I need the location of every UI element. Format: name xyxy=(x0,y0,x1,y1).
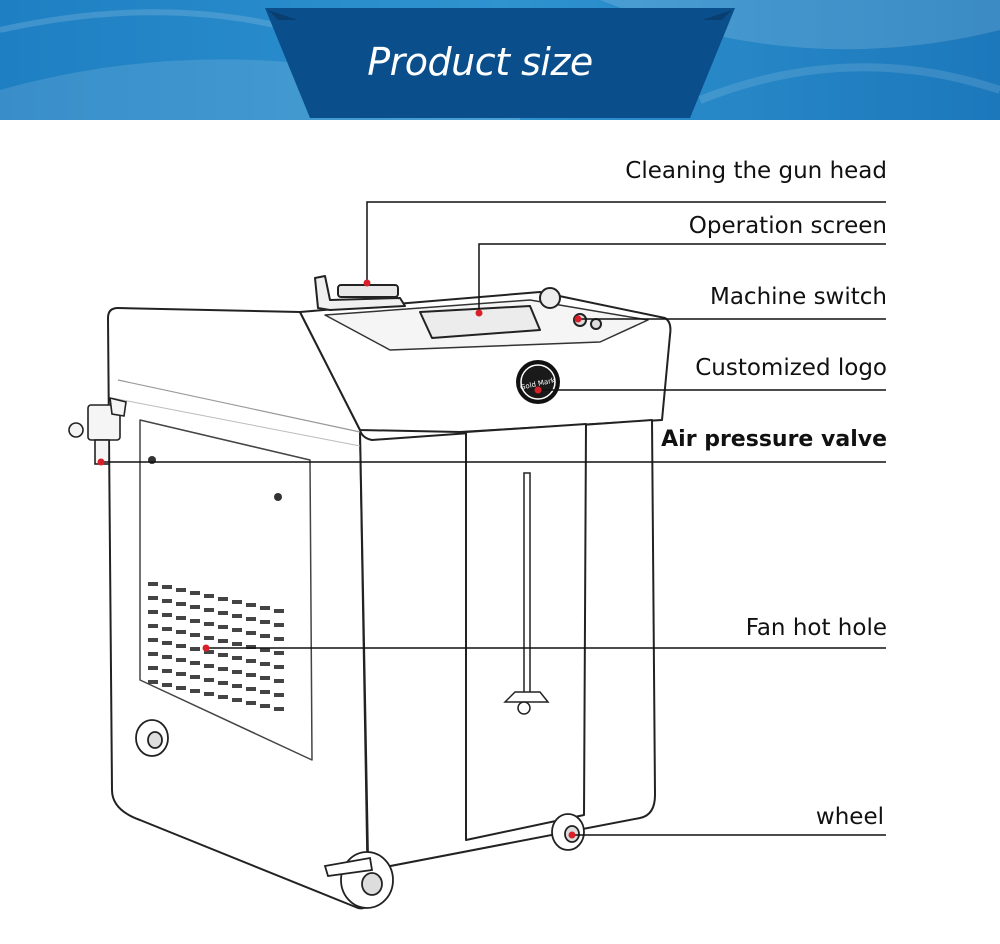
operation-screen-shape xyxy=(419,305,541,339)
page-title: Product size xyxy=(367,40,593,84)
fan-vent xyxy=(148,582,284,711)
machine-side-panel xyxy=(139,419,313,761)
screw xyxy=(148,456,156,464)
callout-markers xyxy=(97,279,582,839)
emergency-switch-shape xyxy=(539,287,561,309)
label-cleaning-gun-head: Cleaning the gun head xyxy=(625,158,887,184)
gun-head-holder xyxy=(314,275,406,311)
header-banner xyxy=(0,0,1000,120)
callout-line-operation-screen xyxy=(478,243,886,313)
label-wheel: wheel xyxy=(815,804,884,830)
machine-illustration: Gold Mark xyxy=(68,201,886,910)
callout-lines xyxy=(101,201,886,836)
label-customized-logo: Customized logo xyxy=(695,355,887,381)
label-operation-screen: Operation screen xyxy=(688,213,887,239)
callout-line-gun-head xyxy=(366,201,886,283)
label-machine-switch: Machine switch xyxy=(709,284,887,310)
wheels xyxy=(135,719,585,909)
screw xyxy=(274,493,282,501)
label-air-pressure-valve: Air pressure valve xyxy=(661,427,887,452)
machine-left-panel xyxy=(107,307,369,910)
logo-badge: Gold Mark xyxy=(516,360,560,404)
gun-shape xyxy=(503,472,550,715)
label-fan-hot-hole: Fan hot hole xyxy=(745,615,887,641)
